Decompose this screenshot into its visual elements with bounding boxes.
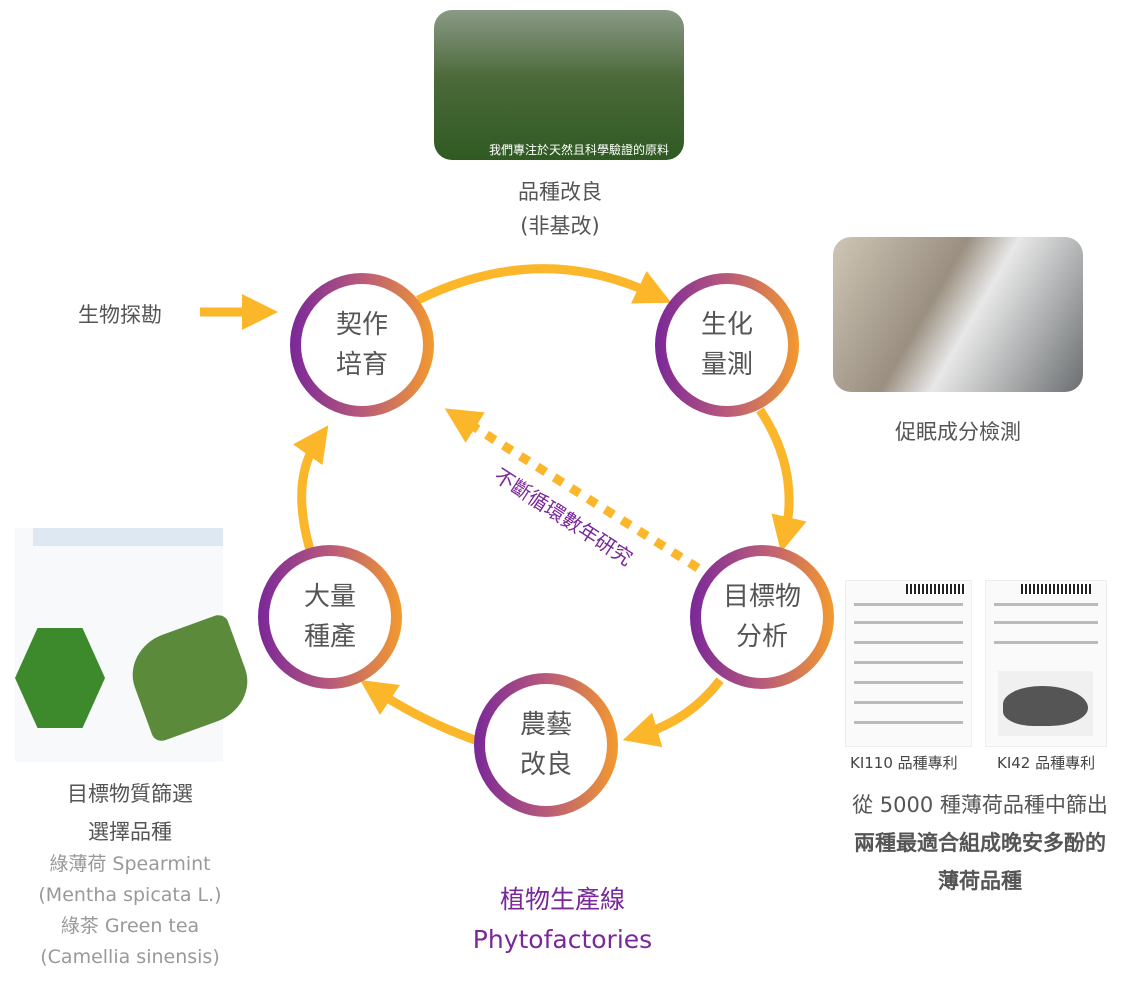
arrow-dotted	[444, 408, 701, 572]
patent-ki42-label: KI42 品種專利	[997, 754, 1096, 772]
patent-ki110-label: KI110 品種專利	[850, 754, 958, 772]
patent-document-ki110	[845, 580, 972, 747]
node-text: 培育	[335, 350, 388, 380]
greenhouse-photo: 我們專注於天然且科學驗證的原料	[434, 10, 684, 160]
node-agronomy: 農藝改良	[474, 673, 618, 817]
node-text: 目標物	[722, 582, 801, 612]
patent-summary-line3: 薄荷品種	[938, 869, 1022, 893]
plant-table-image	[15, 528, 259, 762]
patent-summary: 從 5000 種薄荷品種中篩出 兩種最適合組成晚安多酚的 薄荷品種	[820, 788, 1128, 898]
node-text: 量測	[700, 350, 753, 380]
node-biochem-measure: 生化量測	[655, 273, 799, 417]
breeding-label: 品種改良 (非基改)	[460, 175, 660, 243]
arrow-4	[360, 680, 477, 745]
arrow-3	[622, 677, 724, 748]
screening-line6: (Camellia sinensis)	[40, 946, 220, 968]
screening-label: 目標物質篩選 選擇品種 綠薄荷 Spearmint (Mentha spicat…	[20, 777, 240, 973]
screening-line4: (Mentha spicata L.)	[38, 884, 222, 906]
testing-label: 促眠成分檢測	[895, 420, 1021, 444]
node-text: 生化	[700, 310, 753, 340]
breeding-line1: 品種改良	[518, 180, 602, 204]
patent-summary-line2: 兩種最適合組成晚安多酚的	[854, 831, 1106, 855]
center-line2: Phytofactories	[472, 925, 653, 954]
screening-line1: 目標物質篩選	[67, 782, 193, 806]
screening-line2: 選擇品種	[88, 820, 172, 844]
center-line1: 植物生產線	[499, 885, 625, 914]
center-title: 植物生產線 Phytofactories	[430, 880, 695, 960]
node-text: 農藝	[519, 710, 572, 740]
lab-photo	[833, 237, 1083, 392]
photo-caption: 我們專注於天然且科學驗證的原料	[489, 143, 670, 157]
node-text: 改良	[519, 750, 572, 780]
patent-document-ki42	[985, 580, 1107, 747]
screening-line3: 綠薄荷 Spearmint	[49, 853, 211, 875]
screening-line5: 綠茶 Green tea	[60, 915, 200, 937]
bioprospecting-label: 生物探勘	[78, 303, 162, 327]
breeding-line2: (非基改)	[520, 214, 600, 238]
node-text: 種產	[303, 622, 356, 652]
node-contract-cultivation: 契作培育	[290, 273, 434, 417]
node-target-analysis: 目標物分析	[690, 545, 834, 689]
node-text: 分析	[735, 622, 788, 652]
node-text: 契作	[335, 310, 388, 340]
node-mass-production: 大量種產	[258, 545, 402, 689]
patent-summary-line1: 從 5000 種薄荷品種中篩出	[852, 793, 1108, 817]
arrow-2	[756, 407, 807, 553]
arrow-5	[292, 425, 329, 552]
node-text: 大量	[303, 582, 356, 612]
arrow-1	[416, 264, 672, 305]
